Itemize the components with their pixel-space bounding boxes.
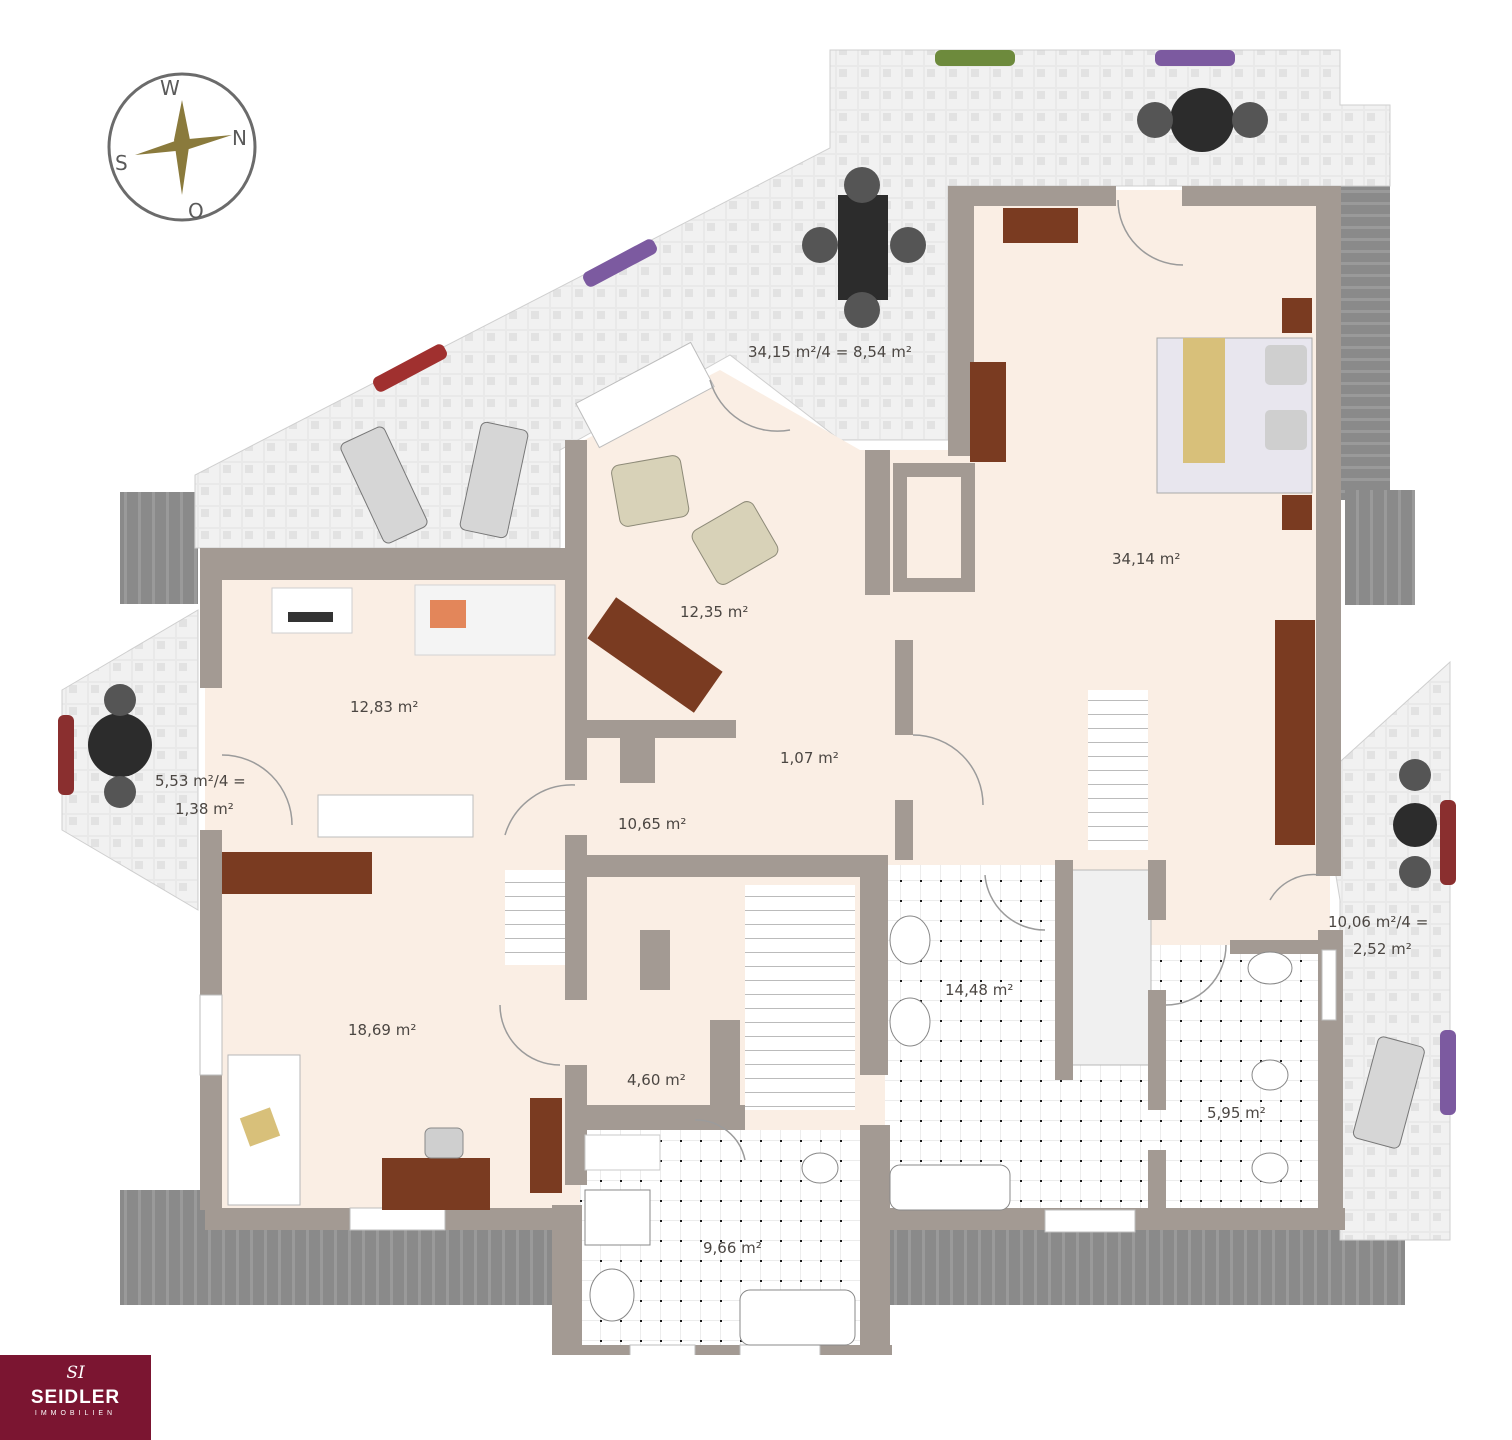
- floor-plan: W N S O 34,15 m²/4 = 8,54 m² 34,14 m² 12…: [58, 49, 1456, 1355]
- compass: W N S O: [107, 72, 257, 223]
- area-terrace-top: 34,15 m²/4 = 8,54 m²: [748, 343, 912, 361]
- table-rect-top: [838, 195, 888, 300]
- logo-subtitle: IMMOBILIEN: [34, 1410, 117, 1417]
- planter: [1155, 50, 1235, 66]
- compass-east: O: [188, 199, 204, 223]
- area-balcony-right-1: 10,06 m²/4 =: [1328, 913, 1428, 931]
- sofa-bench: [584, 1134, 661, 1171]
- area-room-left: 18,69 m²: [348, 1021, 416, 1039]
- lounger-2: [459, 421, 529, 539]
- area-balcony-left-1: 5,53 m²/4 =: [155, 772, 246, 790]
- sink-4: [1247, 951, 1293, 985]
- logo-monogram: SI: [66, 1363, 85, 1383]
- door-swings: [221, 199, 1321, 1161]
- table-round-top: [1170, 88, 1234, 152]
- logo-name: SEIDLER: [30, 1387, 121, 1408]
- furniture: [58, 50, 1456, 1346]
- area-balcony-left-2: 1,38 m²: [175, 800, 234, 818]
- area-office: 12,83 m²: [350, 698, 418, 716]
- desk-office: [271, 587, 353, 634]
- area-corridor-small: 1,07 m²: [780, 749, 839, 767]
- bathtub-2: [889, 1164, 1011, 1211]
- armchair-1: [611, 455, 690, 527]
- lounger-3: [1352, 1036, 1425, 1149]
- table-round-right: [1393, 803, 1437, 847]
- bathtub-1: [739, 1289, 856, 1346]
- compass-north: N: [232, 126, 247, 150]
- planter: [935, 50, 1015, 66]
- area-labels: 34,15 m²/4 = 8,54 m² 34,14 m² 12,35 m² 1…: [155, 343, 1428, 1257]
- chair: [424, 1127, 464, 1159]
- area-bathroom-large: 14,48 m²: [945, 981, 1013, 999]
- compass-south: S: [115, 151, 128, 175]
- shelf-office: [414, 584, 556, 656]
- windows: [199, 341, 1337, 1355]
- toilet-1: [801, 1152, 839, 1184]
- lounger-1: [340, 426, 428, 544]
- area-balcony-right-2: 2,52 m²: [1353, 940, 1412, 958]
- planter: [373, 344, 447, 392]
- table-round-left: [88, 713, 152, 777]
- desk-left: [382, 1158, 490, 1210]
- wardrobe: [1275, 620, 1315, 845]
- tv-board: [587, 597, 723, 713]
- stairs: [505, 690, 1148, 1110]
- sideboard: [222, 852, 372, 894]
- shelf-left: [530, 1098, 562, 1193]
- area-hall: 10,65 m²: [618, 815, 686, 833]
- planter: [58, 715, 74, 795]
- area-bathroom-small: 9,66 m²: [703, 1239, 762, 1257]
- nightstand-1: [1282, 298, 1312, 333]
- area-living-small: 12,35 m²: [680, 603, 748, 621]
- armchair-2: [691, 501, 779, 585]
- seidler-logo: SI SEIDLER IMMOBILIEN: [0, 1355, 151, 1440]
- walls: [200, 186, 1345, 1355]
- toilet-2: [1251, 1059, 1289, 1091]
- dresser: [1003, 208, 1078, 243]
- sink-3: [589, 1268, 635, 1322]
- area-wc: 5,95 m²: [1207, 1104, 1266, 1122]
- shower: [584, 1189, 651, 1246]
- area-stair-hall: 4,60 m²: [627, 1071, 686, 1089]
- planter: [1440, 1030, 1456, 1115]
- planter: [1440, 800, 1456, 885]
- sink-2: [889, 997, 931, 1047]
- nightstand-2: [1282, 495, 1312, 530]
- compass-west: W: [160, 76, 180, 100]
- sink-1: [889, 915, 931, 965]
- area-bedroom: 34,14 m²: [1112, 550, 1180, 568]
- planter: [583, 239, 657, 287]
- toilet-3: [1251, 1152, 1289, 1184]
- desk-bedroom: [970, 362, 1006, 462]
